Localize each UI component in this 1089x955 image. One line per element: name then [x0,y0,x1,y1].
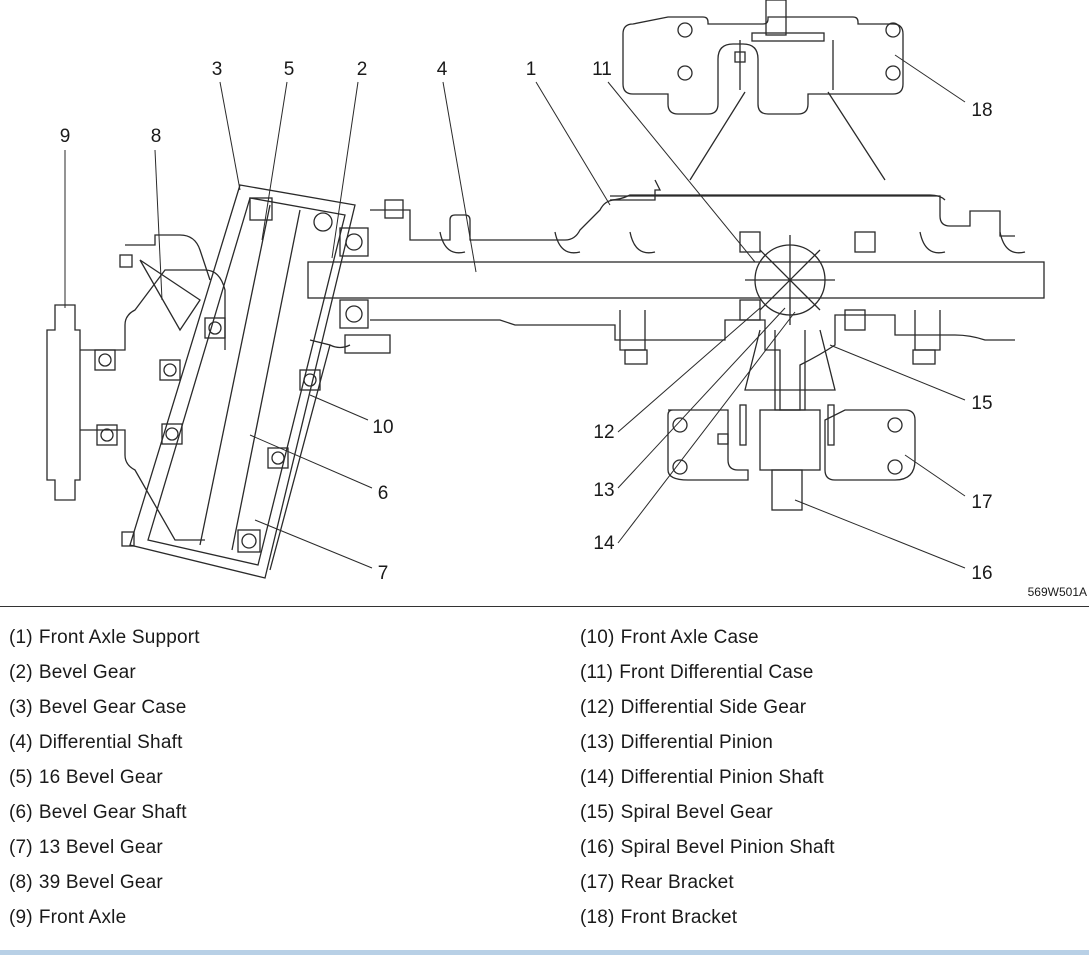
legend-part-name: Bevel Gear Shaft [38,802,187,823]
legend-item: (18)Front Bracket [580,902,835,937]
figure-code: 569W501A [1027,585,1087,599]
callout-4: 4 [437,59,448,80]
differential-drawing [739,231,876,511]
rear-bracket-drawing [667,404,916,481]
legend-right-column: (10)Front Axle Case (11)Front Differenti… [580,622,835,937]
legend-item: (12)Differential Side Gear [580,692,835,727]
legend-number: (7) [9,837,33,858]
legend-number: (11) [580,662,614,683]
legend-number: (14) [580,767,615,788]
legend-number: (17) [580,872,615,893]
bottom-bar [0,950,1089,955]
legend-number: (8) [9,872,33,893]
callout-3: 3 [212,59,223,80]
callout-7: 7 [378,563,389,584]
legend-item: (13)Differential Pinion [580,727,835,762]
legend-part-name: Differential Pinion Shaft [620,767,824,788]
legend-number: (10) [580,627,615,648]
legend-part-name: Differential Side Gear [620,697,807,718]
callout-6: 6 [378,483,389,504]
callout-14: 14 [593,533,615,554]
legend-item: (15)Spiral Bevel Gear [580,797,835,832]
leader-lines [64,54,966,569]
legend-number: (12) [580,697,615,718]
legend-item: (6)Bevel Gear Shaft [9,797,200,832]
callout-1: 1 [526,59,537,80]
legend-number: (6) [9,802,33,823]
legend-item: (17)Rear Bracket [580,867,835,902]
legend-part-name: Differential Shaft [38,732,183,753]
legend-number: (2) [9,662,33,683]
legend-item: (1)Front Axle Support [9,622,200,657]
legend-item: (3)Bevel Gear Case [9,692,200,727]
legend-part-name: Front Differential Case [619,662,814,683]
front-bracket-drawing [622,0,904,181]
legend-part-name: Front Axle [38,907,127,928]
callout-17: 17 [971,492,992,513]
legend-part-name: Front Axle Case [620,627,759,648]
legend-part-name: Bevel Gear [38,662,136,683]
legend-item: (2)Bevel Gear [9,657,200,692]
legend-item: (10)Front Axle Case [580,622,835,657]
callout-16: 16 [971,563,992,584]
legend-item: (4)Differential Shaft [9,727,200,762]
legend-left-column: (1)Front Axle Support (2)Bevel Gear (3)B… [9,622,200,937]
legend-part-name: Bevel Gear Case [38,697,187,718]
front-axle-support-drawing [307,179,1045,411]
legend-item: (7)13 Bevel Gear [9,832,200,867]
front-axle-drawing [46,234,226,547]
legend-item: (8)39 Bevel Gear [9,867,200,902]
callout-13: 13 [593,480,614,501]
legend-part-name: Rear Bracket [620,872,734,893]
bevel-gear-case-drawing [129,184,404,579]
legend-part-name: Spiral Bevel Pinion Shaft [620,837,835,858]
legend-item: (11)Front Differential Case [580,657,835,692]
legend-part-name: Front Bracket [620,907,738,928]
legend-number: (13) [580,732,615,753]
callout-12: 12 [593,422,614,443]
legend-number: (9) [9,907,33,928]
callout-10: 10 [372,417,393,438]
front-axle-cross-section-diagram: 9 8 3 5 2 4 1 11 18 10 6 7 12 13 14 15 1… [46,0,1045,584]
legend-part-name: Front Axle Support [38,627,200,648]
callout-15: 15 [971,393,992,414]
legend-part-name: Differential Pinion [620,732,773,753]
legend-item: (14)Differential Pinion Shaft [580,762,835,797]
legend-part-name: 13 Bevel Gear [38,837,163,858]
legend-part-name: Spiral Bevel Gear [620,802,773,823]
legend-item: (9)Front Axle [9,902,200,937]
divider [0,606,1089,607]
callout-18: 18 [971,100,992,121]
legend-number: (16) [580,837,615,858]
callout-labels: 9 8 3 5 2 4 1 11 18 10 6 7 12 13 14 15 1… [60,59,993,584]
callout-5: 5 [284,59,295,80]
legend-item: (5)16 Bevel Gear [9,762,200,797]
callout-8: 8 [151,126,162,147]
legend-part-name: 39 Bevel Gear [38,872,163,893]
legend-number: (5) [9,767,33,788]
legend-number: (3) [9,697,33,718]
legend-number: (15) [580,802,615,823]
callout-11: 11 [592,59,612,80]
callout-9: 9 [60,126,71,147]
legend-number: (4) [9,732,33,753]
legend-number: (1) [9,627,33,648]
legend-part-name: 16 Bevel Gear [38,767,163,788]
legend-item: (16)Spiral Bevel Pinion Shaft [580,832,835,867]
callout-2: 2 [357,59,368,80]
legend-number: (18) [580,907,615,928]
